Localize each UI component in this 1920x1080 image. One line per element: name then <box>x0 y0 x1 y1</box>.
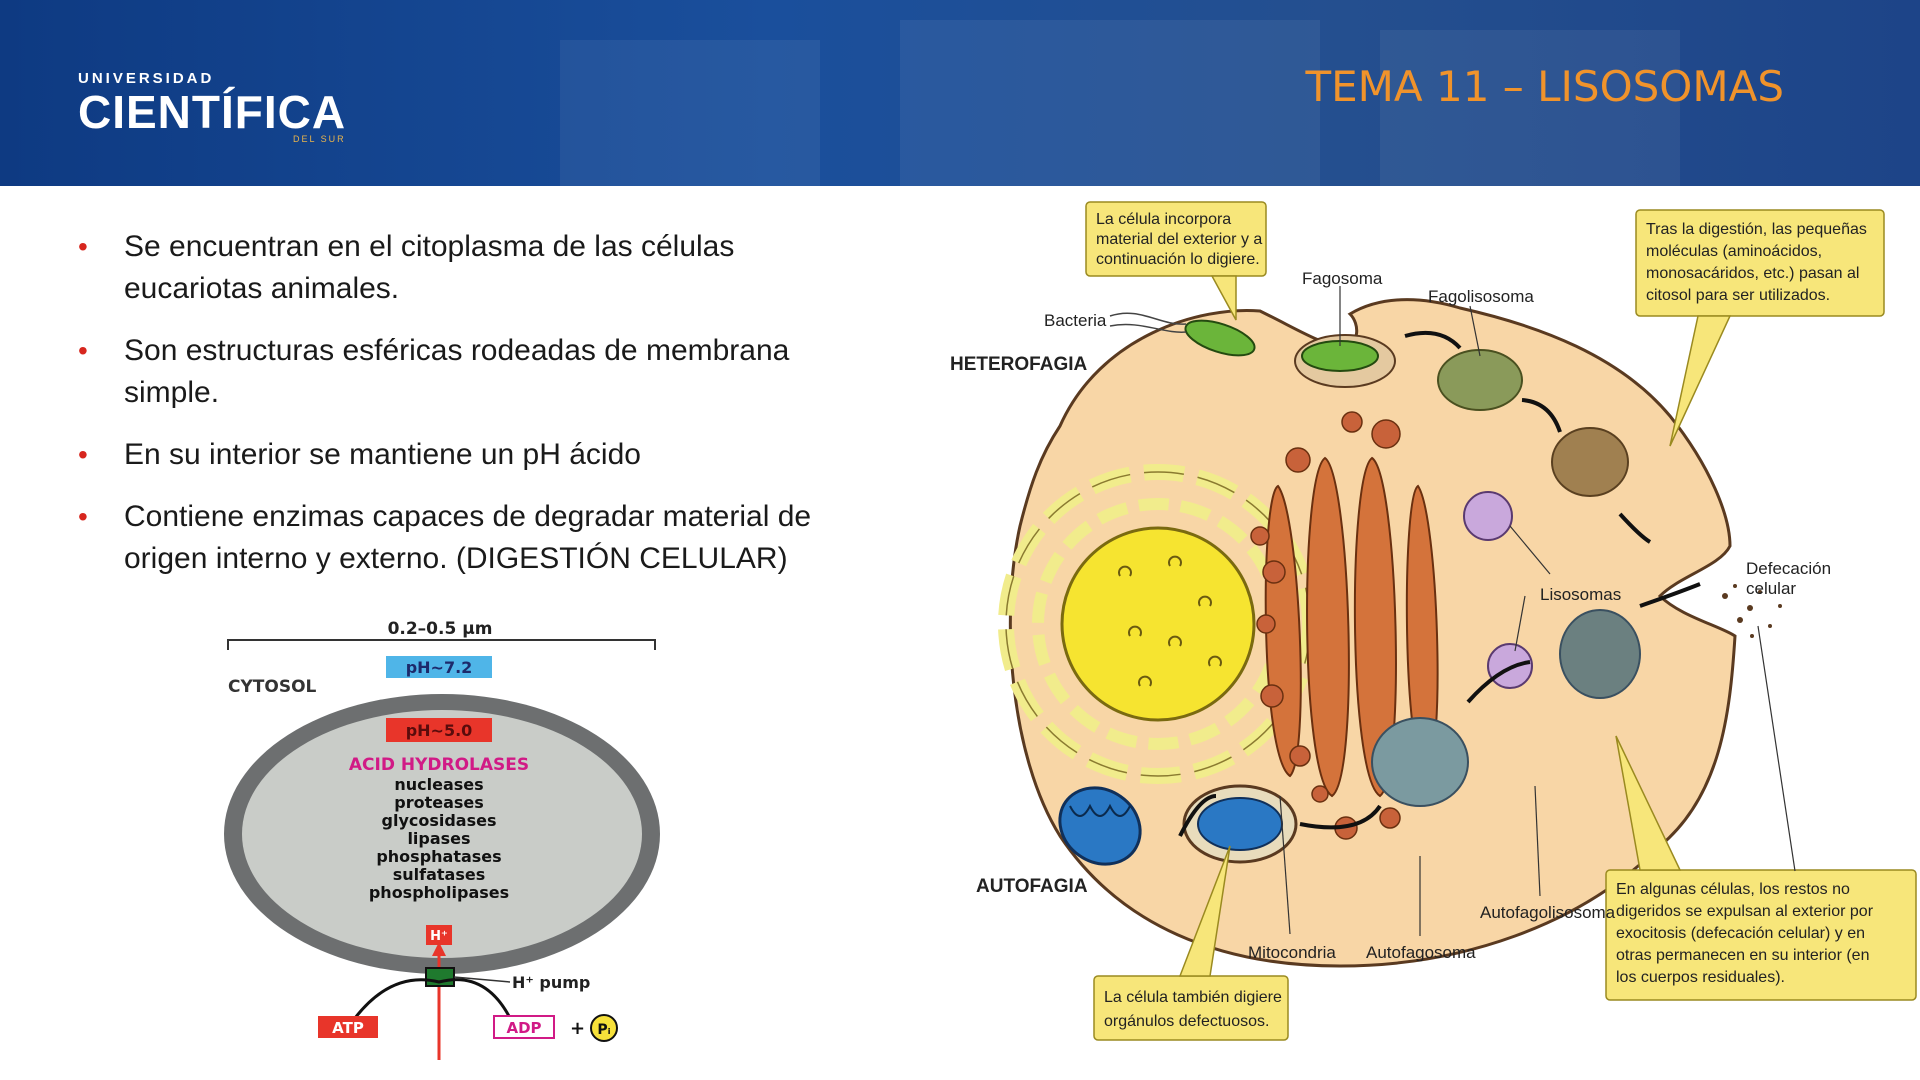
leader-lines <box>1279 286 1796 936</box>
golgi-vesicles <box>1250 411 1401 840</box>
callout-top-line: material del exterior y a <box>1096 231 1262 248</box>
callout-right: Tras la digestión, las pequeñas molécula… <box>1635 209 1885 447</box>
cell-diagram: La célula incorpora material del exterio… <box>950 201 1917 1041</box>
phosphate-circle <box>590 1014 618 1042</box>
bacteria-flagella <box>1109 312 1187 333</box>
atp-label: ATP <box>332 1019 364 1037</box>
adp-box <box>493 1015 555 1039</box>
enzyme-label: proteases <box>394 793 484 812</box>
pump-protein <box>425 967 455 987</box>
phagolysosome <box>1437 349 1523 411</box>
callout-bottom-right-line: los cuerpos residuales). <box>1616 969 1785 986</box>
bacteria-label: Bacteria <box>1044 311 1107 330</box>
nucleus <box>1060 526 1256 722</box>
callout-right-line: citosol para ser utilizados. <box>1646 287 1830 304</box>
callout-bottom-right-line: En algunas células, los restos no <box>1616 881 1850 898</box>
heterophagy-label: HETEROFAGIA <box>950 354 1088 375</box>
pump-pointer <box>453 976 511 983</box>
callout-right-line: monosacáridos, etc.) pasan al <box>1646 265 1859 282</box>
pump-label: H⁺ pump <box>512 973 590 992</box>
background-building <box>560 40 820 186</box>
residual-body <box>1559 609 1641 699</box>
enzyme-label: lipases <box>407 829 470 848</box>
autophagolysosome <box>1371 717 1469 807</box>
background-building <box>1380 30 1680 186</box>
residual-body <box>1551 427 1629 497</box>
bullet-list: Se encuentran en el citoplasma de las cé… <box>78 226 878 600</box>
lysosomes-label: Lisosomas <box>1540 585 1621 604</box>
callout-bottom-left-line: La célula también digiere <box>1104 989 1282 1006</box>
mitochondria-cristae <box>1069 803 1131 817</box>
lysosome <box>1463 491 1513 541</box>
lysosome-lumen <box>242 710 642 958</box>
size-bracket <box>227 639 656 650</box>
proton-arrowhead <box>432 942 446 956</box>
plus-sign: + <box>570 1018 585 1039</box>
excreted-debris <box>1722 584 1782 638</box>
phagosome-label: Fagosoma <box>1302 269 1383 288</box>
acid-hydrolases-title: ACID HYDROLASES <box>349 755 529 775</box>
phagolysosome-label: Fagolisosoma <box>1428 287 1534 306</box>
autophagosome-label: Autofagosoma <box>1366 943 1476 962</box>
bacteria <box>1184 319 1256 357</box>
callout-bottom-right-line: otras permanecen en su interior (en <box>1616 947 1869 964</box>
atp-hydrolysis-arrow <box>350 978 512 1023</box>
h-plus-box <box>426 925 452 945</box>
slide-title: TEMA 11 – LISOSOMAS <box>1305 62 1784 111</box>
logo-main-text: CIENTÍFICA <box>78 86 347 138</box>
bullet-item: Se encuentran en el citoplasma de las cé… <box>78 226 878 310</box>
callout-bottom-left: La célula también digiere orgánulos defe… <box>1093 845 1289 1041</box>
enzyme-label: sulfatases <box>393 865 486 884</box>
enzyme-label: phosphatases <box>376 847 501 866</box>
enzyme-label: phospholipases <box>369 883 509 902</box>
defecation-label: celular <box>1746 579 1796 598</box>
cytosol-label: CYTOSOL <box>228 677 317 697</box>
lysosome-figure: 0.2–0.5 μm pH~7.2 CYTOSOL pH~5.0 ACID HY… <box>224 620 660 1060</box>
callout-top-line: La célula incorpora <box>1096 211 1231 228</box>
phosphate-label: Pᵢ <box>597 1022 610 1038</box>
ph-inside-label: pH~5.0 <box>406 721 473 740</box>
bullet-item: Son estructuras esféricas rodeadas de me… <box>78 330 878 414</box>
golgi-cisterna <box>1353 456 1397 798</box>
mitochondria <box>1058 786 1142 866</box>
autophagosome-mitochondria <box>1197 797 1283 851</box>
header-banner: UNIVERSIDAD CIENTÍFICA DEL SUR TEMA 11 –… <box>0 0 1920 186</box>
atp-box <box>318 1016 378 1038</box>
adp-label: ADP <box>506 1019 541 1037</box>
size-label: 0.2–0.5 μm <box>388 620 493 639</box>
mitochondria-label: Mitocondria <box>1248 943 1336 962</box>
enzyme-label: nucleases <box>394 775 483 794</box>
autophagy-label: AUTOFAGIA <box>976 876 1088 897</box>
ph-inside-box <box>386 718 492 742</box>
callout-bottom-right: En algunas células, los restos no digeri… <box>1605 735 1917 1001</box>
enzyme-label: glycosidases <box>382 811 497 830</box>
callout-top-line: continuación lo digiere. <box>1096 251 1260 268</box>
logo-top-text: UNIVERSIDAD <box>78 70 215 87</box>
callout-right-line: Tras la digestión, las pequeñas <box>1646 221 1867 238</box>
background-building <box>900 20 1320 186</box>
callout-right-line: moléculas (aminoácidos, <box>1646 243 1822 260</box>
ph-outside-label: pH~7.2 <box>406 658 473 677</box>
ph-outside-box <box>386 656 492 678</box>
golgi-cisterna <box>1306 456 1350 798</box>
h-plus-label: H⁺ <box>430 929 448 944</box>
bullet-item: Contiene enzimas capaces de degradar mat… <box>78 496 878 580</box>
university-logo: UNIVERSIDAD CIENTÍFICA DEL SUR <box>78 70 347 144</box>
logo-sub-text: DEL SUR <box>293 134 346 144</box>
callout-bottom-left-line: orgánulos defectuosos. <box>1104 1013 1269 1030</box>
bullet-item: En su interior se mantiene un pH ácido <box>78 434 878 476</box>
process-arrows <box>1178 331 1701 837</box>
callout-bottom-right-line: exocitosis (defecación celular) y en <box>1616 925 1865 942</box>
chromatin <box>1118 555 1222 687</box>
autophagolysosome-label: Autofagolisosoma <box>1480 903 1616 922</box>
defecation-label: Defecación <box>1746 559 1831 578</box>
callout-top: La célula incorpora material del exterio… <box>1085 201 1267 321</box>
callout-bottom-right-line: digeridos se expulsan al exterior por <box>1616 903 1874 920</box>
